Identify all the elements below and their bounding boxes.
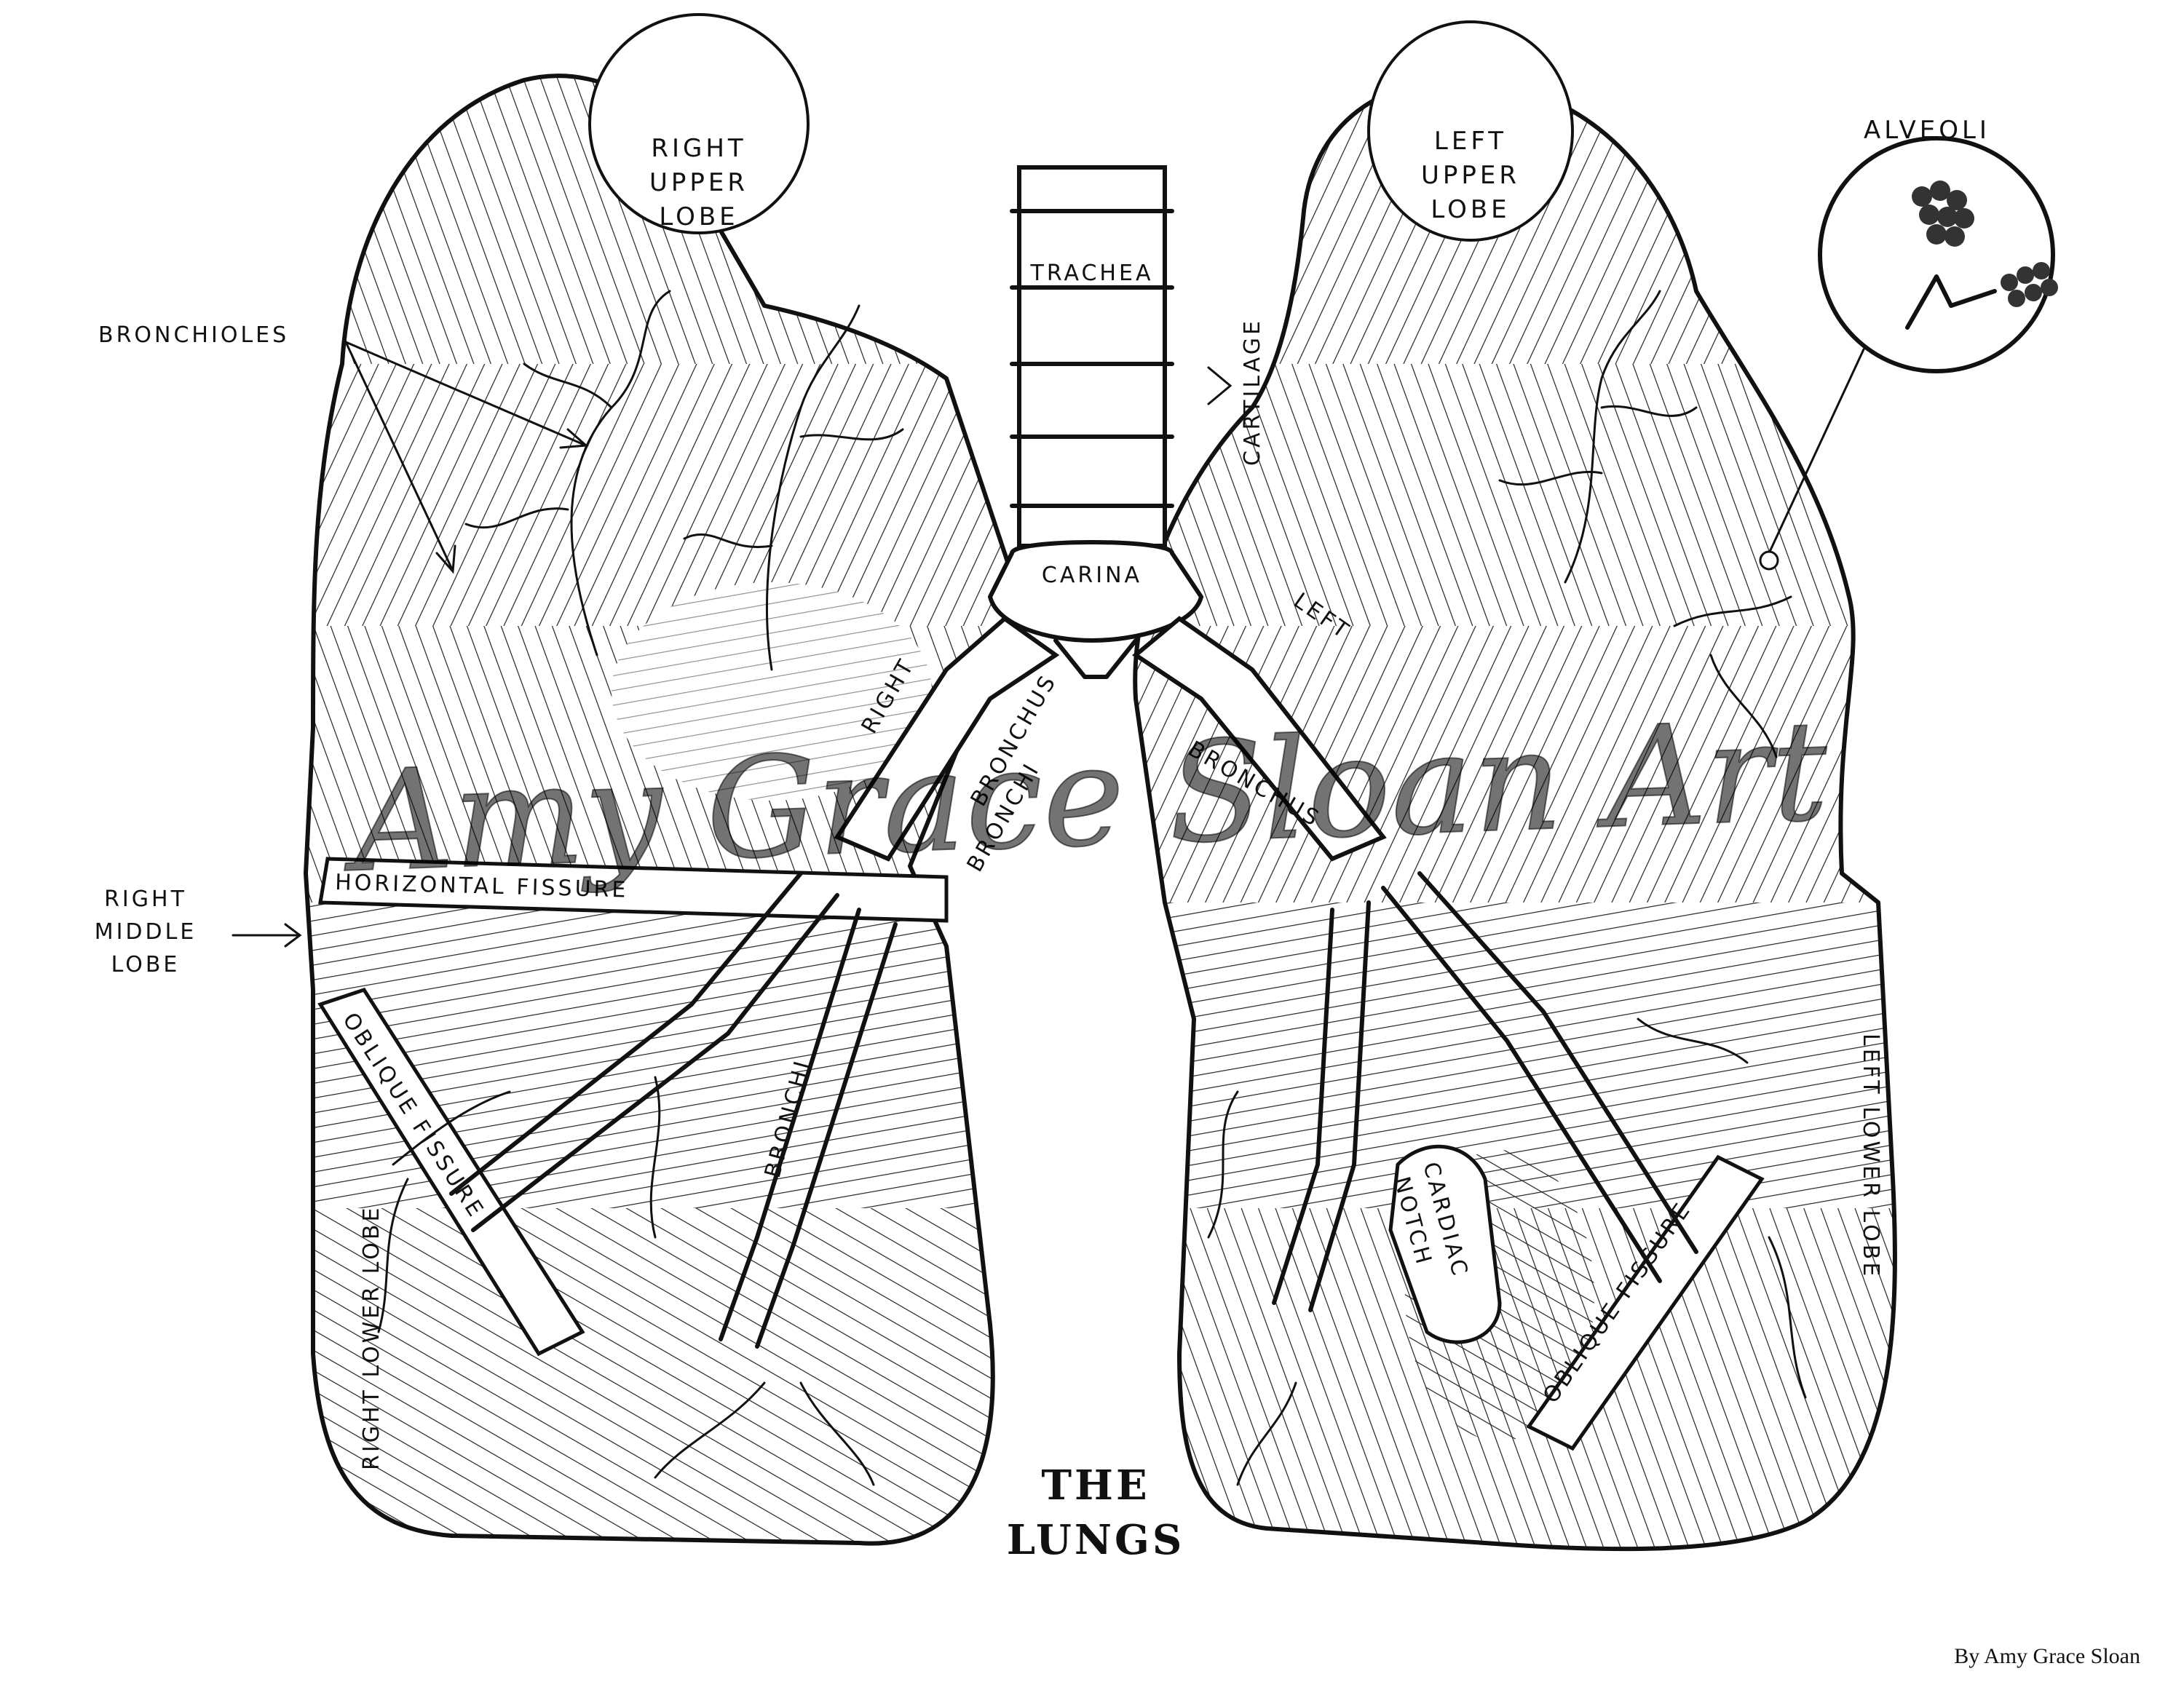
svg-text:RIGHT: RIGHT: [104, 886, 187, 912]
diagram-title: THE LUNGS: [1007, 1461, 1185, 1564]
right-middle-lobe-label: RIGHT MIDDLE LOBE: [95, 886, 197, 977]
artist-credit: By Amy Grace Sloan: [1954, 1644, 2140, 1668]
bronchi-tubes: [449, 616, 1698, 1349]
right-lung-outline: [304, 74, 1021, 1546]
left-upper-lobe-bubble: [1367, 20, 1574, 242]
alveoli-label: ALVEOLI: [1864, 116, 1990, 145]
bronchioles-arrows: [344, 341, 589, 574]
svg-text:MIDDLE: MIDDLE: [95, 919, 197, 945]
right-lung-shading: [306, 76, 1019, 1544]
left-oblique-fissure-band: [1526, 1154, 1765, 1451]
cartilage-bracket: [1207, 366, 1233, 405]
alveoli-inset: [1759, 136, 2058, 571]
svg-text:LOBE: LOBE: [1431, 195, 1510, 224]
svg-text:UPPER: UPPER: [649, 168, 748, 197]
svg-text:LOBE: LOBE: [659, 202, 738, 231]
right-upper-lobe-label: RIGHT UPPER LOBE: [649, 134, 748, 231]
bronchioles-label: BRONCHIOLES: [98, 322, 289, 348]
right-middle-lobe-arrow: [232, 923, 302, 948]
cardiac-notch-bubble: [1388, 1144, 1502, 1344]
left-upper-lobe-label: LEFT UPPER LOBE: [1421, 127, 1520, 224]
right-lower-lobe-label: RIGHT LOWER LOBE: [359, 1205, 384, 1470]
bronchiole-branches: [377, 290, 1807, 1486]
left-lower-lobe-label: LEFT LOWER LOBE: [1858, 1034, 1883, 1279]
svg-text:UPPER: UPPER: [1421, 161, 1520, 190]
right-upper-lobe-bubble: [588, 13, 810, 234]
trachea: [987, 165, 1204, 679]
horizontal-fissure-band: [318, 857, 949, 923]
svg-text:LEFT: LEFT: [1434, 127, 1507, 156]
right-oblique-fissure-band: [317, 988, 585, 1357]
trachea-label: TRACHEA: [1030, 261, 1154, 286]
svg-text:LUNGS: LUNGS: [1007, 1516, 1185, 1564]
svg-text:RIGHT: RIGHT: [651, 134, 746, 163]
cartilage-label: CARTILAGE: [1240, 318, 1265, 466]
carina-label: CARINA: [1042, 563, 1142, 588]
svg-text:LOBE: LOBE: [111, 952, 181, 977]
svg-text:THE: THE: [1041, 1461, 1150, 1510]
